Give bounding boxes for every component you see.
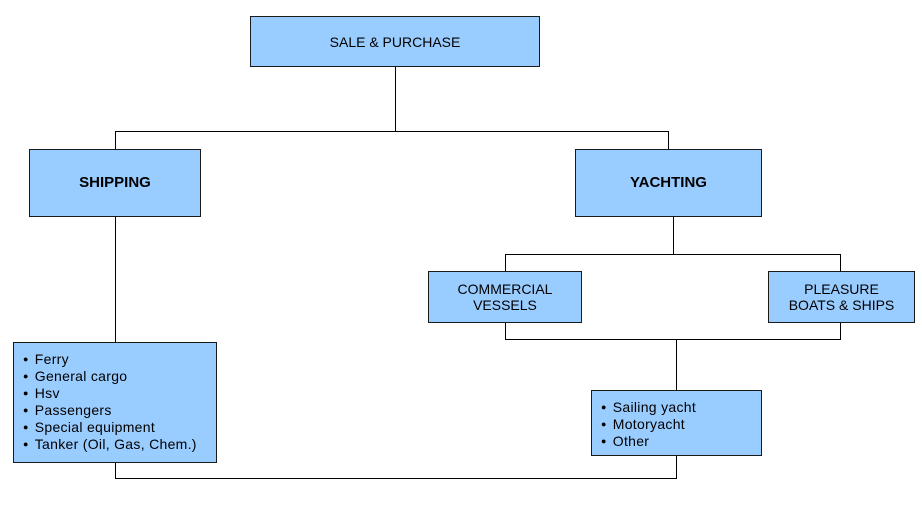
pleasure-line-1: PLEASURE [804,281,879,297]
node-yachting-label: YACHTING [630,174,707,191]
yacht-item-list: Sailing yacht Motoryacht Other [601,399,696,450]
list-item: Passengers [23,402,197,419]
connector-top-horizontal [115,131,669,132]
list-item: Motoryacht [601,416,696,433]
connector-shipping-down [115,216,116,343]
connector-commercial-top [505,254,506,271]
connector-pleasure-bottom [840,322,841,340]
list-item: Special equipment [23,419,197,436]
connector-commercial-bottom [505,322,506,340]
shipping-item-list: Ferry General cargo Hsv Passengers Speci… [23,351,197,453]
connector-bottom-horizontal [115,478,677,479]
connector-yachting-drop [668,131,669,150]
node-shipping-label: SHIPPING [79,174,151,191]
list-item: Sailing yacht [601,399,696,416]
list-item: Other [601,433,696,450]
list-item: Tanker (Oil, Gas, Chem.) [23,436,197,453]
node-sale-purchase-label: SALE & PURCHASE [329,33,461,50]
node-commercial-vessels-label: COMMERCIAL VESSELS [458,281,553,313]
list-item: Ferry [23,351,197,368]
commercial-line-2: VESSELS [473,297,537,313]
node-yacht-list: Sailing yacht Motoryacht Other [591,390,762,456]
connector-shipping-list-down [115,461,116,479]
node-shipping-list: Ferry General cargo Hsv Passengers Speci… [13,342,217,463]
node-sale-purchase: SALE & PURCHASE [250,16,540,67]
node-pleasure-boats: PLEASURE BOATS & SHIPS [768,271,915,323]
connector-root-down [395,66,396,132]
connector-shipping-drop [115,131,116,150]
connector-yachting-horizontal [505,254,841,255]
connector-yachting-down [673,216,674,255]
node-pleasure-boats-label: PLEASURE BOATS & SHIPS [789,281,895,313]
node-commercial-vessels: COMMERCIAL VESSELS [428,271,582,323]
connector-yacht-list-down [676,455,677,479]
pleasure-line-2: BOATS & SHIPS [788,297,895,313]
commercial-line-1: COMMERCIAL [457,281,553,297]
node-yachting: YACHTING [575,149,762,217]
list-item: Hsv [23,385,197,402]
connector-pleasure-top [840,254,841,271]
node-shipping: SHIPPING [29,149,201,217]
connector-yacht-list-up [676,339,677,391]
list-item: General cargo [23,368,197,385]
connector-subtypes-horizontal [505,339,841,340]
